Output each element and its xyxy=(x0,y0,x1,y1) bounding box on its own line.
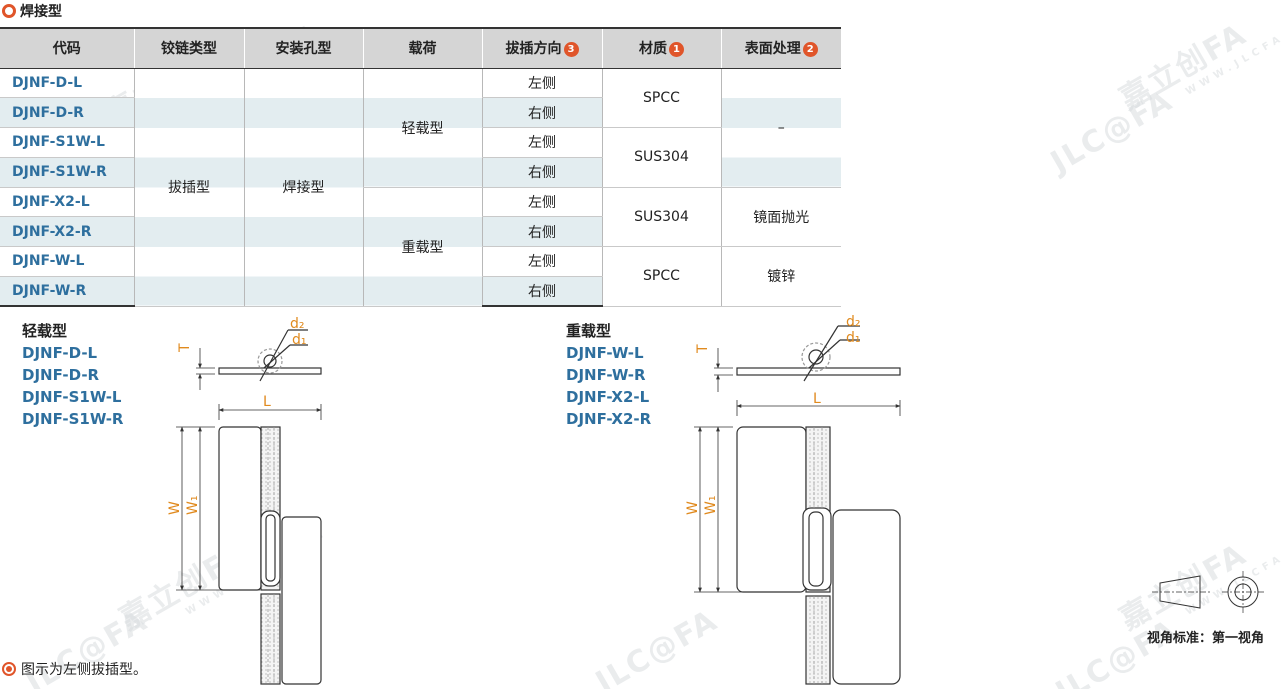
code-cell: DJNF-W-L xyxy=(0,246,134,277)
direction-cell: 左侧 xyxy=(481,246,602,277)
material-cell: SPCC xyxy=(601,246,721,307)
projection-label: 视角标准：第一视角 xyxy=(1147,631,1265,646)
table-row: DJNF-W-R 右侧 xyxy=(0,276,841,307)
header-code: 代码 xyxy=(0,27,134,69)
model-code: DJNF-W-L xyxy=(566,344,644,362)
model-code: DJNF-S1W-L xyxy=(22,388,122,406)
note-badge: 2 xyxy=(802,41,818,57)
surface-cell: 镜面抛光 xyxy=(720,187,841,247)
model-code: DJNF-X2-R xyxy=(566,410,652,428)
heavy-duty-drawing xyxy=(694,325,901,685)
light-model-title: 轻载型 xyxy=(22,322,68,340)
table-row: DJNF-D-L 拔插型 焊接型 轻载型 左侧 SPCC – xyxy=(0,68,841,307)
code-cell: DJNF-D-R xyxy=(0,97,134,128)
load-cell: 重载型 xyxy=(362,187,482,307)
dim-label-w: W xyxy=(167,501,183,515)
dim-label-d2: d₂ xyxy=(290,316,305,332)
light-model-list: 轻载型 DJNF-D-L DJNF-D-R DJNF-S1W-L DJNF-S1… xyxy=(22,320,123,430)
table-row: DJNF-W-L 左侧 SPCC 镀锌 xyxy=(0,246,841,307)
table-row: DJNF-D-R 右侧 xyxy=(0,97,841,128)
table-row: DJNF-X2-L 重载型 左侧 SUS304 镜面抛光 xyxy=(0,187,841,307)
code-cell: DJNF-X2-L xyxy=(0,187,134,218)
header-hinge-type: 铰链类型 xyxy=(133,27,244,69)
direction-cell: 右侧 xyxy=(481,216,602,247)
model-code: DJNF-S1W-R xyxy=(22,410,124,428)
direction-cell: 右侧 xyxy=(481,157,602,188)
heavy-model-title: 重载型 xyxy=(566,322,612,340)
section-title: 焊接型 xyxy=(2,1,62,21)
code-cell: DJNF-S1W-L xyxy=(0,127,134,158)
surface-cell: – xyxy=(720,68,841,188)
model-code: DJNF-D-L xyxy=(22,344,98,362)
light-duty-drawing xyxy=(176,329,322,685)
dim-label-d1: d₁ xyxy=(292,332,307,348)
projection-symbol-icon xyxy=(1152,571,1264,613)
circle-bullet-icon xyxy=(2,4,16,18)
note-badge: 1 xyxy=(669,41,684,57)
figure-note: 图示为左侧拔插型。 xyxy=(2,659,147,679)
code-cell: DJNF-S1W-R xyxy=(0,157,134,188)
material-cell: SUS304 xyxy=(601,187,721,247)
dim-label-w: W xyxy=(685,501,701,515)
hinge-type-cell: 拔插型 xyxy=(133,68,244,307)
model-code: DJNF-D-R xyxy=(22,366,100,384)
dim-label-d2: d₂ xyxy=(846,314,861,330)
code-cell: DJNF-W-R xyxy=(0,276,134,307)
dim-label-l: L xyxy=(263,394,271,410)
load-cell: 轻载型 xyxy=(362,68,482,188)
note-badge: 3 xyxy=(563,41,579,57)
dim-label-w1: W₁ xyxy=(703,496,719,515)
header-load: 载荷 xyxy=(362,27,482,69)
dim-label-l: L xyxy=(813,391,821,407)
dim-label-d1: d₁ xyxy=(846,330,861,346)
dim-label-t: T xyxy=(695,344,711,354)
dim-label-t: T xyxy=(177,343,193,353)
header-hole-type: 安装孔型 xyxy=(243,27,363,69)
model-code: DJNF-W-R xyxy=(566,366,646,384)
direction-cell: 左侧 xyxy=(481,127,602,158)
model-code: DJNF-X2-L xyxy=(566,388,650,406)
heavy-model-list: 重载型 DJNF-W-L DJNF-W-R DJNF-X2-L DJNF-X2-… xyxy=(566,320,651,430)
surface-cell: 镀锌 xyxy=(720,246,841,307)
direction-cell: 左侧 xyxy=(481,68,602,99)
direction-cell: 右侧 xyxy=(481,97,602,128)
code-cell: DJNF-D-L xyxy=(0,68,134,99)
dim-label-w1: W₁ xyxy=(185,496,201,515)
target-bullet-icon xyxy=(2,662,16,676)
direction-cell: 右侧 xyxy=(481,276,602,307)
material-cell: SUS304 xyxy=(601,127,721,188)
hole-type-cell: 焊接型 xyxy=(243,68,363,307)
code-cell: DJNF-X2-R xyxy=(0,216,134,247)
table-row: DJNF-X2-R 右侧 xyxy=(0,216,841,247)
table-row: DJNF-S1W-R 右侧 xyxy=(0,157,841,188)
direction-cell: 左侧 xyxy=(481,187,602,218)
table-row: DJNF-S1W-L 左侧 SUS304 xyxy=(0,127,841,188)
material-cell: SPCC xyxy=(601,68,721,128)
